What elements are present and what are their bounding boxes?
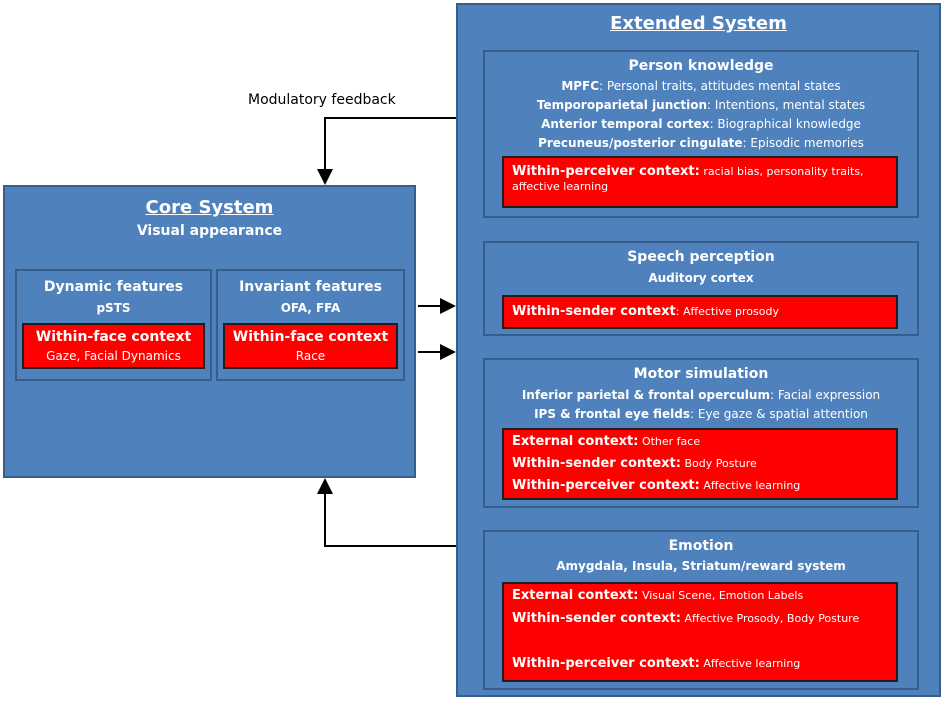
extended-system-box: Extended System Person knowledge MPFC: P… [456,3,941,697]
invariant-features-region: OFA, FFA [280,301,341,315]
speech-perception-box: Speech perception Auditory cortex Within… [483,241,919,336]
person-context-text: Within-perceiver context: racial bias, p… [512,164,864,193]
motor-context-perceiver: Within-perceiver context: Affective lear… [512,478,801,493]
person-knowledge-title: Person knowledge [628,58,774,74]
core-system-title: Core System [145,197,274,218]
dynamic-context-box: Within-face context Gaze, Facial Dynamic… [22,323,205,369]
modulatory-feedback-label: Modulatory feedback [248,92,396,108]
person-line-mpfc: MPFC: Personal traits, attitudes mental … [561,79,841,93]
speech-context-text: Within-sender context: Affective prosody [512,304,779,319]
dynamic-features-region: pSTS [96,301,131,315]
dynamic-features-box: Dynamic features pSTS Within-face contex… [15,269,212,381]
invariant-context-label: Within-face context [232,329,389,345]
person-context-box: Within-perceiver context: racial bias, p… [502,156,898,208]
motor-simulation-title: Motor simulation [633,366,769,382]
speech-context-box: Within-sender context: Affective prosody [502,295,898,329]
modulatory-feedback-arrow [317,117,456,185]
dynamic-context-label: Within-face context [35,329,192,345]
emotion-context-sender: Within-sender context: Affective Prosody… [512,611,860,626]
speech-perception-region: Auditory cortex [648,271,754,285]
dynamic-context-text: Gaze, Facial Dynamics [46,349,181,363]
motor-context-external: External context: Other face [512,434,701,449]
extended-system-title: Extended System [610,13,787,34]
emotion-title: Emotion [668,538,734,554]
person-line-atc: Anterior temporal cortex: Biographical k… [541,117,861,131]
emotion-context-perceiver: Within-perceiver context: Affective lear… [512,656,801,671]
person-knowledge-box: Person knowledge MPFC: Personal traits, … [483,50,919,218]
core-system-subtitle: Visual appearance [136,223,283,239]
invariant-context-box: Within-face context Race [223,323,398,369]
motor-line-ips: IPS & frontal eye fields: Eye gaze & spa… [534,407,868,421]
dynamic-features-title: Dynamic features [43,279,184,295]
emotion-region: Amygdala, Insula, Striatum/reward system [556,559,846,573]
emotion-context-external: External context: Visual Scene, Emotion … [512,588,804,603]
motor-simulation-box: Motor simulation Inferior parietal & fro… [483,358,919,508]
motor-context-box: External context: Other face Within-send… [502,428,898,500]
speech-perception-title: Speech perception [627,249,775,265]
bottom-feedback-arrow [317,478,456,547]
motor-line-ipfo: Inferior parietal & frontal operculum: F… [521,388,881,402]
invariant-features-box: Invariant features OFA, FFA Within-face … [216,269,405,381]
core-system-box: Core System Visual appearance Dynamic fe… [3,185,416,478]
motor-context-sender: Within-sender context: Body Posture [512,456,757,471]
person-line-precuneus: Precuneus/posterior cingulate: Episodic … [538,136,864,150]
invariant-context-text: Race [295,349,326,363]
emotion-context-box: External context: Visual Scene, Emotion … [502,582,898,682]
emotion-box: Emotion Amygdala, Insula, Striatum/rewar… [483,530,919,690]
person-line-tpj: Temporoparietal junction: Intentions, me… [536,98,866,112]
invariant-features-title: Invariant features [239,279,382,295]
